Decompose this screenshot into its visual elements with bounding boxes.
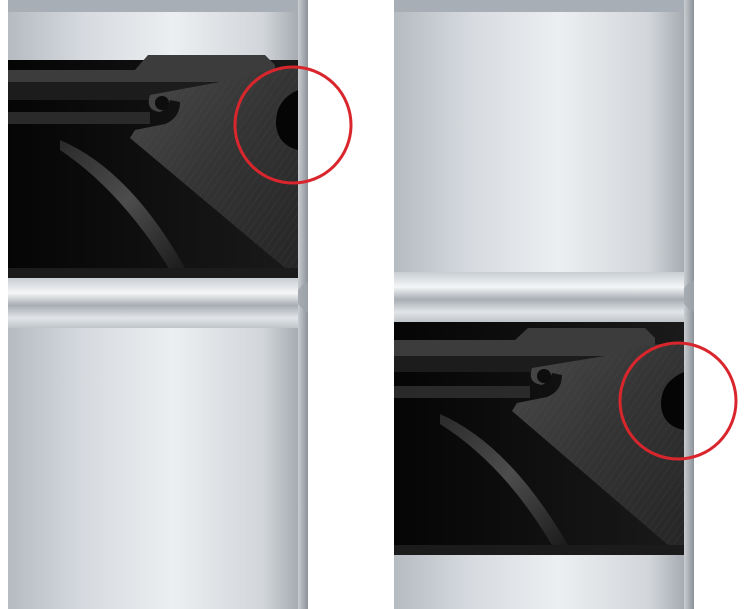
left-seal-rib [60,140,185,270]
right-panel [394,0,738,609]
right-seal-rib [440,414,568,547]
left-highlight-circle [233,65,353,185]
left-top-lip [8,0,308,12]
right-highlight-circle [618,341,738,461]
right-seal [394,322,684,555]
left-panel [8,0,353,609]
left-seal-cavity [275,90,298,150]
right-seal-cavity [660,372,684,430]
right-top-lip [394,0,694,12]
left-groove [8,278,298,328]
right-groove [394,272,684,322]
left-seal [8,55,298,278]
